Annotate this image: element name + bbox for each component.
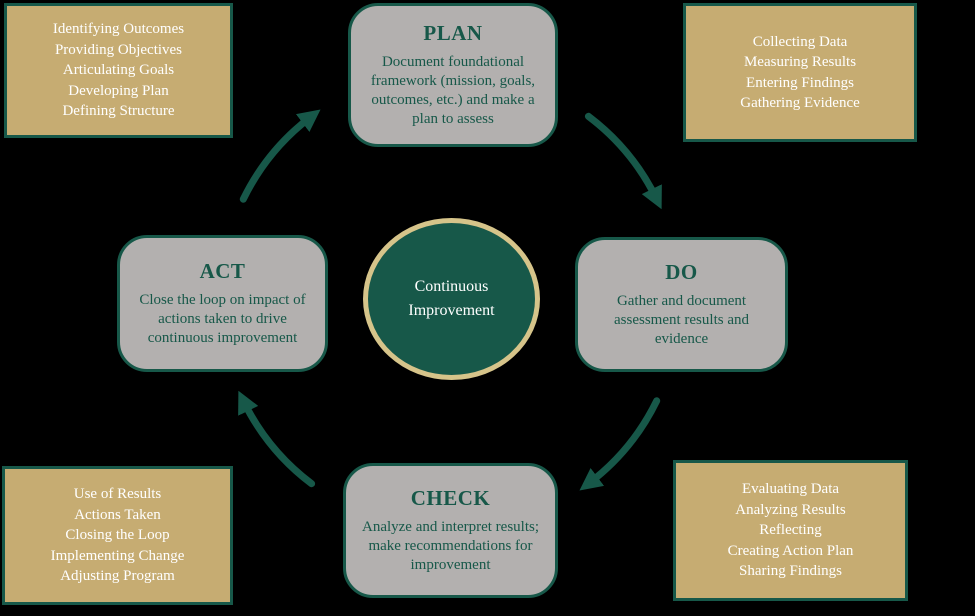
activity-box-act: Use of Results Actions Taken Closing the… (2, 466, 233, 605)
stage-description-plan: Document foundational framework (mission… (370, 54, 536, 127)
activity-box-plan: Identifying Outcomes Providing Objective… (4, 3, 233, 138)
activity-item: Entering Findings (746, 74, 854, 91)
center-circle-label-line: Continuous (414, 278, 489, 295)
activity-item: Providing Objectives (54, 41, 183, 58)
stage-box-check: CHECK Analyze and interpret results; mak… (343, 463, 558, 598)
activity-item: Developing Plan (68, 82, 169, 99)
center-circle-label-line: Improvement (408, 302, 495, 319)
activity-item: Use of Results (73, 486, 162, 503)
stage-description-check: Analyze and interpret results; make reco… (361, 519, 540, 573)
activity-item: Identifying Outcomes (52, 21, 185, 38)
activity-item: Adjusting Program (60, 568, 175, 585)
stage-box-act: ACT Close the loop on impact of actions … (117, 235, 328, 372)
stage-description-act: Close the loop on impact of actions take… (139, 292, 306, 346)
arrow-act-to-plan (239, 109, 321, 203)
activity-item: Analyzing Results (735, 501, 846, 518)
activity-item: Collecting Data (752, 33, 848, 50)
arrow-check-to-act (238, 390, 316, 488)
activity-item: Evaluating Data (741, 481, 840, 498)
activity-item: Gathering Evidence (740, 95, 860, 111)
stage-box-plan: PLAN Document foundational framework (mi… (348, 3, 558, 147)
stage-title-act: ACT (199, 259, 246, 283)
arrow-plan-to-do (584, 112, 662, 210)
activity-item: Measuring Results (743, 54, 857, 70)
activity-item: Closing the Loop (65, 527, 170, 544)
activity-box-do: Collecting Data Measuring Results Enteri… (683, 3, 917, 142)
activity-item: Creating Action Plan (727, 542, 854, 559)
activity-item: Sharing Findings (739, 563, 842, 580)
stage-title-do: DO (665, 260, 698, 284)
center-circle: Continuous Improvement (363, 218, 540, 380)
arrow-do-to-check (579, 397, 661, 491)
stage-title-check: CHECK (410, 486, 491, 510)
activity-item: Articulating Goals (62, 62, 175, 79)
stage-title-plan: PLAN (423, 21, 483, 45)
activity-item: Defining Structure (62, 103, 175, 120)
activity-item: Implementing Change (50, 547, 185, 564)
stage-box-do: DO Gather and document assessment result… (575, 237, 788, 372)
activity-item: Actions Taken (74, 506, 161, 523)
activity-item: Reflecting (759, 522, 822, 539)
activity-box-check: Evaluating Data Analyzing Results Reflec… (673, 460, 908, 601)
stage-description-do: Gather and document assessment results a… (614, 293, 749, 347)
